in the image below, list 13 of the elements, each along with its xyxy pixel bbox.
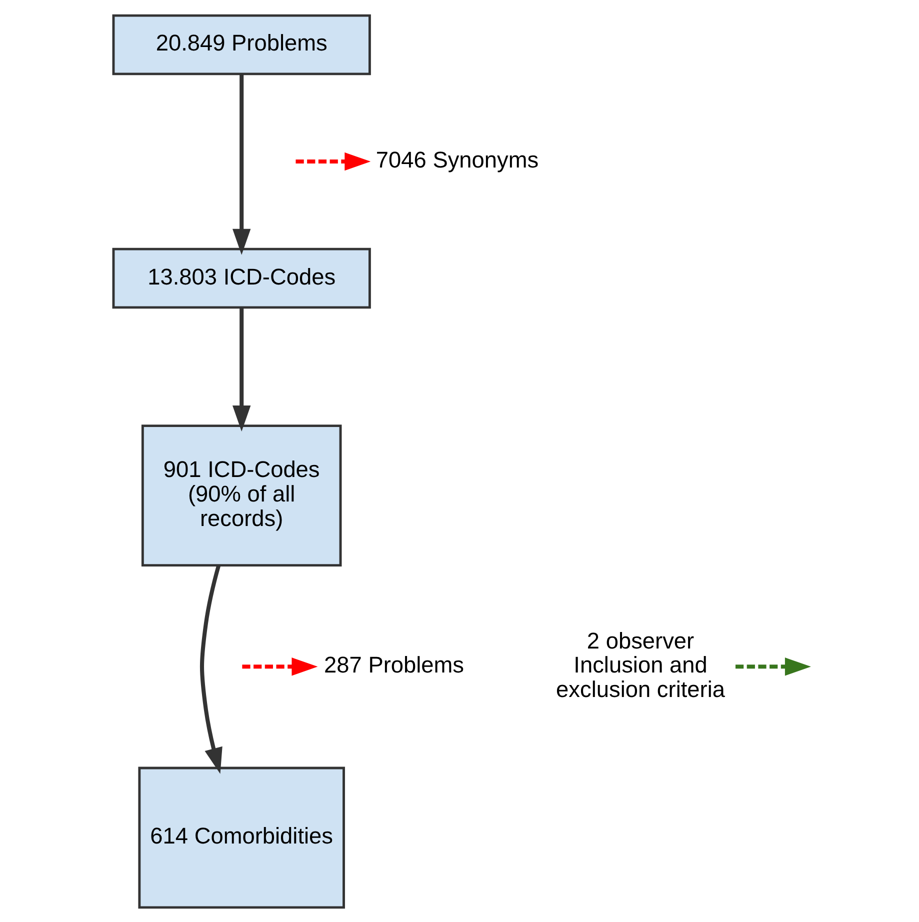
node-text: 2 observer Inclusion and exclusion criteria [556,626,725,702]
arrow [735,657,810,676]
arrow [232,307,250,432]
node-box: 901 ICD-Codes (90% of all records) [140,424,342,566]
node-box: 614 Comorbidities [138,766,344,908]
arrow [295,152,370,170]
node-text: 287 Problems [324,651,464,678]
node-text: 7046 Synonyms [375,146,538,172]
node-box: 13.803 ICD-Codes [112,247,370,308]
node-box: 20.849 Problems [112,14,370,75]
arrow [232,74,250,254]
arrow [199,564,222,774]
arrow [242,657,318,676]
